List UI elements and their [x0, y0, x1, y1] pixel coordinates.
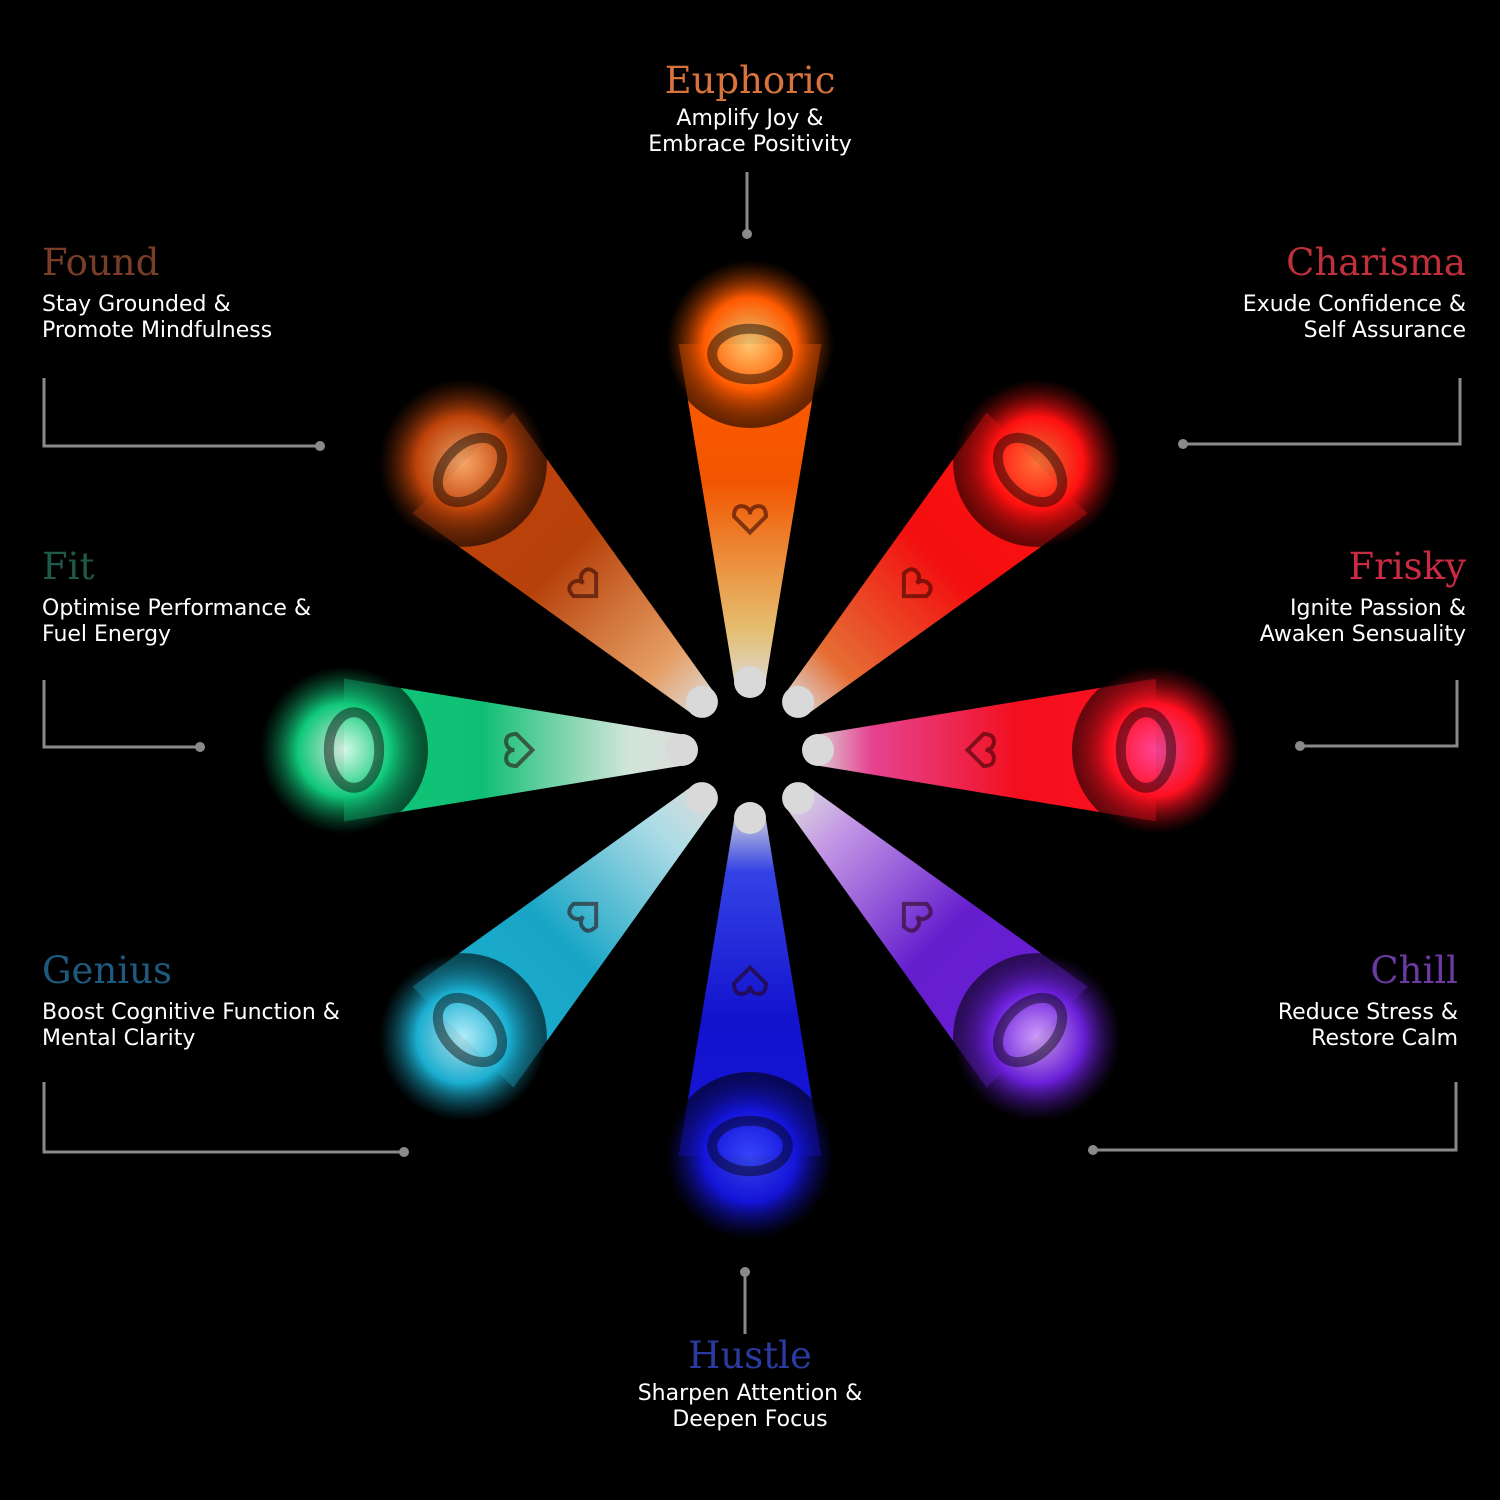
vial-opening-fit [323, 707, 385, 793]
label-found: Found Stay Grounded & Promote Mindfulnes… [42, 242, 402, 344]
label-charisma: Charisma Exude Confidence & Self Assuran… [1100, 242, 1466, 344]
vial-head-charisma [953, 378, 1122, 547]
vial-heart-charisma [901, 567, 933, 599]
desc-fit: Optimise Performance & Fuel Energy [42, 596, 312, 647]
connector-chill [1093, 1082, 1458, 1152]
title-found: Found [42, 241, 160, 284]
vial-head-hustle [666, 1072, 834, 1240]
vial-opening-chill [992, 992, 1068, 1068]
vial-opening-frisky [1115, 707, 1177, 793]
title-charisma: Charisma [1286, 241, 1466, 284]
vial-head-genius [378, 953, 547, 1122]
vial-euphoric [666, 260, 834, 698]
vial-head-frisky [1072, 666, 1240, 834]
vial-genius [378, 782, 718, 1122]
title-hustle: Hustle [688, 1334, 812, 1377]
vial-fit [260, 666, 698, 834]
title-fit: Fit [42, 545, 95, 588]
connector-frisky [1300, 680, 1459, 748]
vial-charisma [782, 378, 1122, 718]
label-frisky: Frisky Ignite Passion & Awaken Sensualit… [1100, 546, 1466, 648]
vial-tip-found [685, 685, 718, 718]
vial-body-euphoric [678, 344, 822, 692]
vial-opening-euphoric [707, 323, 793, 385]
label-fit: Fit Optimise Performance & Fuel Energy [42, 546, 402, 648]
connector-found-dot [315, 441, 325, 451]
connector-genius [42, 1082, 404, 1154]
label-hustle: Hustle Sharpen Attention & Deepen Focus [580, 1335, 920, 1433]
label-chill: Chill Reduce Stress & Restore Calm [1100, 950, 1458, 1052]
vial-heart-chill [901, 901, 933, 933]
desc-genius: Boost Cognitive Function & Mental Clarit… [42, 1000, 340, 1051]
connector-genius-dot [399, 1147, 409, 1157]
vial-opening-found [432, 432, 508, 508]
vial-tip-charisma [782, 685, 815, 718]
connector-hustle-dot [740, 1267, 750, 1277]
vial-opening-hustle [707, 1115, 793, 1177]
connector-fit [42, 680, 200, 749]
vial-head-euphoric [666, 260, 834, 428]
desc-euphoric: Amplify Joy & Embrace Positivity [648, 106, 852, 157]
vial-tip-fit [666, 734, 698, 766]
vial-tip-genius [685, 782, 718, 815]
vial-hustle [666, 802, 834, 1240]
connector-found [42, 378, 320, 448]
title-chill: Chill [1370, 949, 1458, 992]
vial-opening-charisma [992, 432, 1068, 508]
label-genius: Genius Boost Cognitive Function & Mental… [42, 950, 442, 1052]
vial-tip-hustle [734, 802, 766, 834]
connector-fit-dot [195, 742, 205, 752]
vial-tip-chill [782, 782, 815, 815]
vial-head-found [378, 378, 547, 547]
vial-heart-found [567, 567, 599, 599]
desc-charisma: Exude Confidence & Self Assurance [1242, 292, 1466, 343]
vial-body-hustle [678, 808, 822, 1156]
desc-found: Stay Grounded & Promote Mindfulness [42, 292, 273, 343]
vial-tip-frisky [802, 734, 834, 766]
vial-opening-genius [432, 992, 508, 1068]
vial-body-fit [344, 678, 692, 822]
desc-chill: Reduce Stress & Restore Calm [1277, 1000, 1458, 1051]
desc-frisky: Ignite Passion & Awaken Sensuality [1259, 596, 1466, 647]
vial-tip-euphoric [734, 666, 766, 698]
vial-heart-genius [567, 901, 599, 933]
desc-hustle: Sharpen Attention & Deepen Focus [637, 1381, 863, 1432]
connector-charisma-dot [1178, 439, 1188, 449]
title-frisky: Frisky [1348, 545, 1466, 588]
vial-found [378, 378, 718, 718]
connector-frisky-dot [1295, 741, 1305, 751]
title-genius: Genius [42, 949, 172, 992]
vial-body-frisky [808, 678, 1156, 822]
vial-chill [782, 782, 1122, 1122]
connector-euphoric-dot [742, 229, 752, 239]
vial-head-chill [953, 953, 1122, 1122]
vial-head-fit [260, 666, 428, 834]
connector-charisma [1183, 378, 1462, 446]
label-euphoric: Euphoric Amplify Joy & Embrace Positivit… [600, 60, 900, 158]
title-euphoric: Euphoric [664, 59, 836, 102]
vial-frisky [802, 666, 1240, 834]
connector-chill-dot [1088, 1145, 1098, 1155]
